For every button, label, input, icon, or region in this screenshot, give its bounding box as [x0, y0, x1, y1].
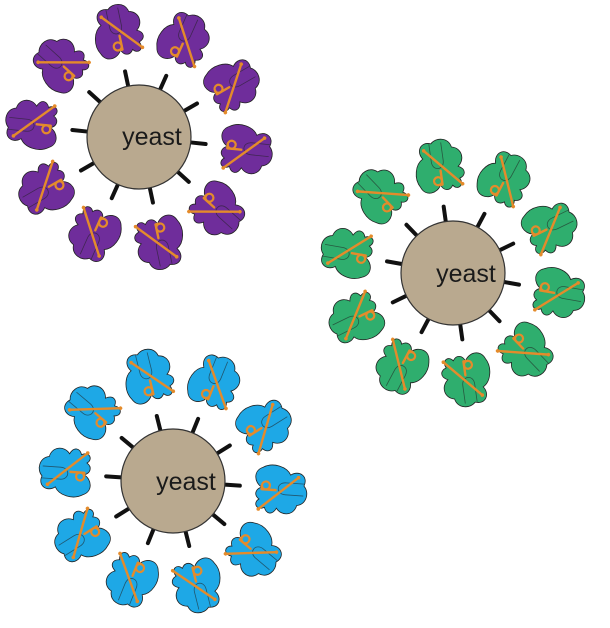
display-linker: [225, 485, 240, 486]
displayed-protein: [118, 344, 177, 406]
protein-shape: [368, 334, 435, 403]
displayed-protein: [368, 334, 435, 403]
protein-shape: [152, 5, 217, 72]
protein-shape: [55, 375, 126, 445]
displayed-protein: [131, 213, 189, 274]
display-linker: [112, 185, 118, 199]
display-linker: [500, 244, 513, 251]
display-linker: [72, 130, 87, 132]
displayed-protein: [220, 516, 291, 586]
displayed-protein: [471, 144, 538, 213]
displayed-protein: [317, 225, 377, 281]
displayed-protein: [10, 156, 79, 224]
protein-shape: [46, 503, 116, 571]
displayed-protein: [183, 348, 247, 414]
displayed-protein: [168, 555, 227, 617]
display-linker: [178, 172, 189, 182]
displayed-protein: [412, 136, 467, 194]
protein-shape: [61, 202, 126, 269]
protein-shape: [199, 50, 268, 118]
yeast-cell-green: yeast: [317, 136, 590, 409]
displayed-protein: [183, 175, 254, 246]
displayed-protein: [55, 375, 126, 445]
displayed-protein: [3, 98, 60, 151]
displayed-protein: [231, 390, 301, 458]
protein-shape: [24, 28, 95, 99]
protein-shape: [3, 98, 60, 151]
display-linker: [148, 529, 154, 543]
protein-shape: [530, 265, 590, 321]
yeast-cell-blue: yeast: [37, 344, 308, 617]
displayed-protein: [61, 202, 126, 269]
display-linker: [116, 509, 129, 517]
display-linker: [106, 476, 121, 477]
display-linker: [422, 319, 429, 332]
display-linker: [477, 214, 484, 227]
protein-shape: [220, 516, 291, 586]
displayed-protein: [24, 28, 95, 99]
display-linker: [213, 514, 224, 524]
displayed-protein: [530, 265, 590, 321]
displayed-protein: [37, 446, 92, 498]
display-linker: [393, 296, 406, 303]
display-linker: [81, 163, 94, 171]
display-linker: [192, 419, 198, 433]
displayed-protein: [517, 194, 585, 260]
display-linker: [217, 445, 230, 453]
display-linker: [489, 310, 499, 321]
display-linker: [122, 438, 133, 448]
protein-shape: [517, 194, 585, 260]
protein-shape: [183, 348, 247, 414]
protein-shape: [183, 175, 254, 246]
displayed-protein: [99, 548, 163, 614]
yeast-cell-label: yeast: [122, 123, 182, 151]
displayed-protein: [218, 123, 275, 176]
protein-shape: [10, 156, 79, 224]
protein-shape: [231, 390, 301, 458]
display-linker: [406, 225, 416, 236]
display-linker: [184, 104, 197, 112]
display-linker: [387, 261, 402, 264]
display-linker: [191, 142, 206, 144]
displayed-protein: [492, 316, 563, 387]
display-linker: [150, 188, 153, 203]
displayed-protein: [343, 159, 414, 230]
protein-shape: [321, 286, 389, 352]
display-linker: [504, 282, 519, 285]
protein-shape: [99, 548, 163, 614]
displayed-protein: [46, 503, 116, 571]
protein-shape: [118, 344, 177, 406]
display-linker: [89, 92, 100, 102]
protein-shape: [218, 123, 275, 176]
protein-shape: [317, 225, 377, 281]
display-linker: [160, 76, 166, 90]
display-linker: [444, 207, 446, 222]
displayed-protein: [321, 286, 389, 352]
displayed-protein: [199, 50, 268, 118]
yeast-cell-purple: yeast: [3, 0, 275, 273]
displayed-protein: [89, 0, 147, 61]
protein-shape: [471, 144, 538, 213]
yeast-cell-label: yeast: [156, 468, 216, 496]
displayed-protein: [253, 464, 308, 516]
displayed-protein: [152, 5, 217, 72]
displayed-protein: [439, 351, 494, 409]
display-linker: [125, 71, 128, 86]
display-linker: [186, 531, 190, 546]
yeast-cell-label: yeast: [436, 260, 496, 288]
display-linker: [157, 416, 161, 431]
display-linker: [460, 324, 462, 339]
protein-shape: [168, 555, 227, 617]
